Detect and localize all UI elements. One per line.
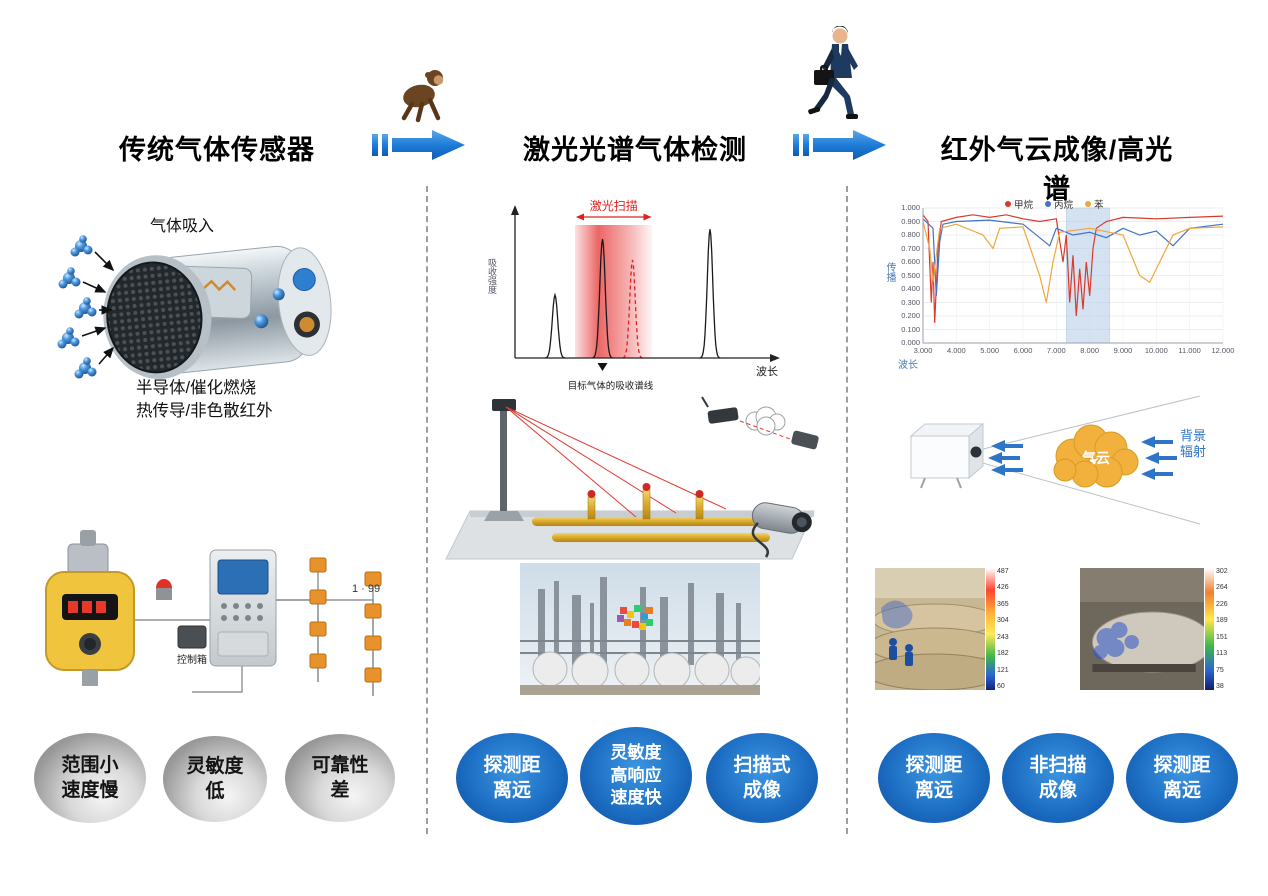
advantage-bubble: 灵敏度 高响应 速度快 (580, 727, 692, 825)
arrow-right-icon (372, 130, 465, 160)
laser-detection-scene (445, 396, 819, 560)
thermal-right-colorbar (1205, 568, 1214, 690)
thermal-right-photo (1080, 568, 1213, 690)
handheld-detector (701, 396, 819, 450)
laser-pole (484, 399, 524, 521)
transmission-chart (922, 207, 1224, 344)
advantage-bubble: 探测距 离远 (1126, 733, 1238, 823)
gas-leak-overlay (881, 600, 913, 629)
intake-arrows (81, 251, 115, 365)
gas-cloud-imaging-diagram: 气云 (909, 395, 1201, 525)
advantage-bubble: 探测距 离远 (878, 733, 990, 823)
legend-item: 甲烷 (1005, 197, 1033, 211)
advantage-bubble: 非扫描 成像 (1002, 733, 1114, 823)
gas-molecules (57, 235, 97, 379)
alarm-beacon (156, 579, 172, 600)
absorption-peaks (544, 229, 721, 359)
background-radiation-label: 背景辐射 (1179, 428, 1206, 460)
legend-item: 丙烷 (1045, 197, 1073, 211)
junction-box (177, 625, 207, 649)
legend-item: 苯 (1085, 197, 1104, 211)
gas-alarm-system-illustration: 控制箱 1 · 99 (45, 530, 382, 696)
absorption-spectrum-chart: 目标气体的吸收谱线 波长 (511, 205, 780, 392)
abs-ylabel: 吸收强度 (487, 258, 497, 294)
transmission-legend: 甲烷丙烷苯 (1005, 197, 1104, 211)
controller-screen (217, 559, 269, 595)
gas-cloud-label: 气云 (1081, 450, 1110, 466)
laser-camera (751, 502, 812, 534)
transmission-ylabel: 传播 (884, 262, 895, 282)
column-separator (426, 186, 428, 834)
fov-line (978, 395, 1201, 451)
traditional-sensor-illustration (57, 235, 332, 380)
limitation-bubble: 灵敏度 低 (163, 736, 267, 822)
transmission-xlabel: 波长 (898, 360, 918, 371)
sensor-technologies-text: 半导体/催化燃烧 热传导/非色散红外 (136, 379, 273, 420)
gas-cloud (1053, 424, 1139, 488)
arrow-right-icon (793, 130, 886, 160)
laser-scan-band (575, 225, 653, 358)
sensor-network (309, 557, 382, 683)
sensor-cylinder (103, 245, 332, 380)
controller-panel (209, 549, 277, 667)
address-range-label: 1 · 99 (352, 583, 380, 595)
gas-cloud-overlay (1093, 622, 1139, 659)
camera-lens (970, 446, 982, 458)
laser-scan-label: 激光扫描 (589, 199, 638, 213)
background-radiation-arrows (1141, 436, 1177, 480)
column-separator (846, 186, 848, 834)
column1-title: 传统气体传感器 (119, 135, 315, 165)
gas-intake-label: 气体吸入 (150, 218, 215, 235)
target-gas-annotation: 目标气体的吸收谱线 (568, 380, 654, 392)
limitation-bubble: 范围小 速度慢 (34, 733, 146, 823)
control-box-label: 控制箱 (177, 653, 207, 666)
limitation-bubble: 可靠性 差 (285, 734, 395, 822)
column2-title: 激光光谱气体检测 (523, 135, 747, 165)
refinery-photo (520, 563, 760, 695)
incoming-radiation-arrows (988, 440, 1023, 476)
monkey-icon (401, 70, 444, 123)
column3-title: 红外气云成像/高光谱 (940, 135, 1174, 204)
laser-beam (505, 406, 727, 518)
gas-plume-sketch (745, 406, 786, 436)
fov-line (978, 461, 1201, 525)
walking-person-icon (808, 26, 858, 119)
gas-pipes (532, 483, 770, 542)
workers (889, 638, 913, 666)
advantage-bubble: 扫描式 成像 (706, 733, 818, 823)
target-gas-marker (597, 363, 608, 371)
abs-xlabel: 波长 (756, 365, 778, 378)
gas-imaging-overlay (617, 605, 653, 630)
camera-cable (751, 522, 769, 558)
yellow-gas-detector (45, 530, 135, 686)
thermal-left-colorbar (986, 568, 995, 690)
thermal-left-photo (864, 568, 1006, 691)
ir-camera (909, 422, 985, 489)
sensor-mesh-face (106, 261, 203, 374)
advantage-bubble: 探测距 离远 (456, 733, 568, 823)
